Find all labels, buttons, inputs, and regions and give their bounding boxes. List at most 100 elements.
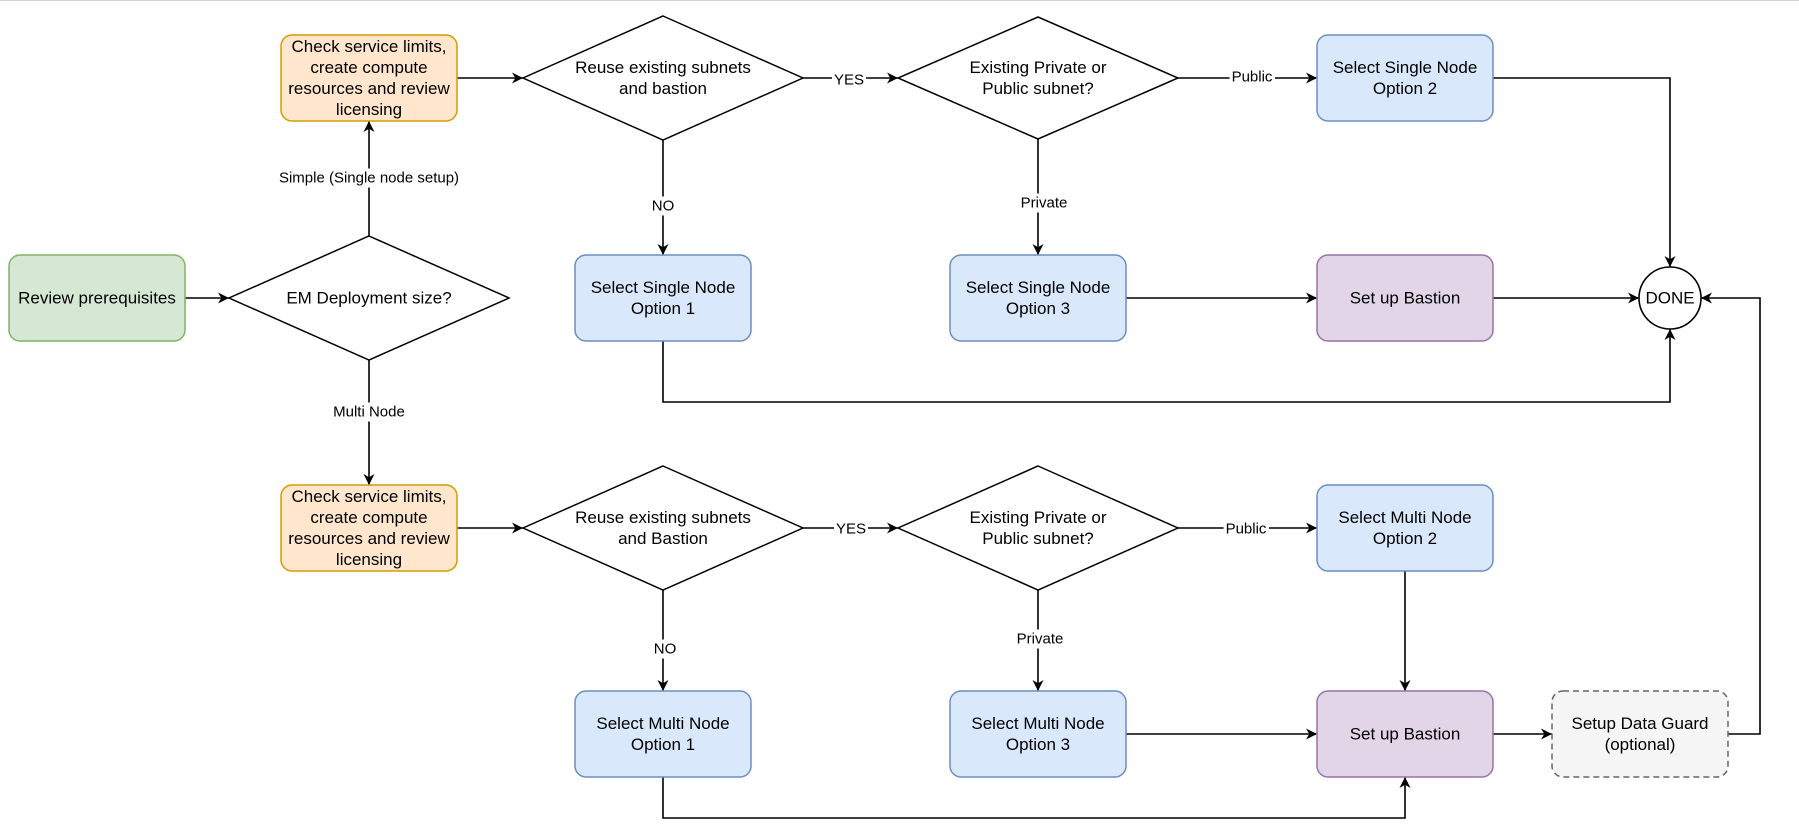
edge-label-background: [651, 639, 679, 659]
node-label-line: Public subnet?: [982, 79, 1094, 98]
node-label-line: create compute: [310, 508, 427, 527]
edge-guard-to-done: [1701, 292, 1761, 735]
edge-label-text: Private: [1021, 195, 1068, 212]
edge-label-background: [1229, 67, 1275, 87]
edge-label-private-single: Private: [1018, 193, 1070, 213]
node-shape: [280, 34, 458, 122]
edge-label-background: [1014, 629, 1066, 649]
edge-label-text: NO: [652, 198, 675, 215]
edge-label-background: [833, 519, 869, 539]
node-review-prerequisites: Review prerequisites: [8, 254, 186, 342]
node-label-line: Review prerequisites: [18, 289, 176, 308]
node-shape: [949, 690, 1127, 778]
edge-label-public-single: Public: [1229, 67, 1275, 87]
edge-label-background: [649, 196, 677, 216]
node-label-line: resources and review: [288, 529, 450, 548]
edge-label-text: Public: [1232, 69, 1273, 86]
decision-diamond: [521, 15, 805, 141]
node-label-line: Check service limits,: [292, 487, 447, 506]
node-shape: [949, 254, 1127, 342]
node-set-up-bastion-multi: Set up Bastion: [1316, 690, 1494, 778]
edge-option2-single-to-done: [1493, 77, 1676, 267]
edge-label-background: [1018, 193, 1070, 213]
node-done: DONE: [1638, 266, 1702, 330]
edge-label-text: YES: [836, 521, 866, 538]
node-label-line: Option 3: [1006, 735, 1070, 754]
edge-label-background: [1223, 519, 1269, 539]
edge-label-multi-node: Multi Node: [331, 402, 407, 422]
node-label-line: licensing: [336, 550, 402, 569]
edge-label-no-multi: NO: [651, 639, 679, 659]
edge-option1-single-to-done: [662, 329, 1676, 403]
node-label-line: Select Multi Node: [1338, 508, 1471, 527]
node-label-line: Setup Data Guard: [1571, 714, 1708, 733]
node-label-line: (optional): [1605, 735, 1676, 754]
node-label-line: Reuse existing subnets: [575, 508, 751, 527]
decision-diamond: [521, 465, 805, 591]
node-shape: [574, 690, 752, 778]
edge-label-no-single: NO: [649, 196, 677, 216]
decision-diamond: [227, 235, 511, 361]
edge-label-background: [831, 70, 867, 90]
node-label-line: licensing: [336, 100, 402, 119]
node-em-deployment-size: EM Deployment size?: [227, 235, 511, 361]
node-label-line: Select Single Node: [966, 278, 1111, 297]
node-label-line: Option 1: [631, 735, 695, 754]
node-label-line: Set up Bastion: [1350, 289, 1461, 308]
node-label-line: Existing Private or: [970, 508, 1107, 527]
node-shape: [1316, 254, 1494, 342]
node-label-line: Select Single Node: [1333, 58, 1478, 77]
edge-label-text: Private: [1017, 631, 1064, 648]
node-check-limits-multi: Check service limits, create compute resou…: [280, 484, 458, 572]
node-shape: [280, 484, 458, 572]
node-label-line: Select Multi Node: [971, 714, 1104, 733]
edge-option1-multi-to-bastion: [662, 777, 1411, 819]
node-shape: [1316, 34, 1494, 122]
node-label-line: Option 2: [1373, 529, 1437, 548]
node-check-limits-single: Check service limits, create compute resou…: [280, 34, 458, 122]
node-shape: [1551, 690, 1729, 778]
edge-label-text: Public: [1226, 521, 1267, 538]
end-circle: [1638, 266, 1702, 330]
edge-label-text: Simple (Single node setup): [279, 170, 459, 187]
edge-label-background: [276, 168, 462, 188]
node-shape: [1316, 690, 1494, 778]
node-label-line: Existing Private or: [970, 58, 1107, 77]
node-existing-subnet-single: Existing Private or Public subnet?: [896, 16, 1180, 140]
node-label-line: resources and review: [288, 79, 450, 98]
node-label-line: Option 1: [631, 299, 695, 318]
edge-label-text: YES: [834, 72, 864, 89]
edge-label-yes-multi: YES: [833, 519, 869, 539]
edge-label-simple: Simple (Single node setup): [276, 168, 462, 188]
node-label-line: EM Deployment size?: [286, 289, 451, 308]
node-label-line: create compute: [310, 58, 427, 77]
node-label-line: Check service limits,: [292, 37, 447, 56]
edge-label-background: [331, 402, 407, 422]
node-shape: [1316, 484, 1494, 572]
node-label-line: DONE: [1645, 289, 1694, 308]
node-label-line: Reuse existing subnets: [575, 58, 751, 77]
node-label-line: and bastion: [619, 79, 707, 98]
decision-diamond: [896, 465, 1180, 591]
node-setup-data-guard: Setup Data Guard (optional): [1551, 690, 1729, 778]
decision-diamond: [896, 16, 1180, 140]
node-label-line: Set up Bastion: [1350, 725, 1461, 744]
node-label-line: Select Single Node: [591, 278, 736, 297]
edge-label-public-multi: Public: [1223, 519, 1269, 539]
top-divider: [0, 0, 1799, 1]
node-label-line: and Bastion: [618, 529, 708, 548]
node-shape: [8, 254, 186, 342]
node-shape: [574, 254, 752, 342]
node-label-line: Option 3: [1006, 299, 1070, 318]
node-set-up-bastion-single: Set up Bastion: [1316, 254, 1494, 342]
node-reuse-subnets-multi: Reuse existing subnets and Bastion: [521, 465, 805, 591]
node-label-line: Option 2: [1373, 79, 1437, 98]
